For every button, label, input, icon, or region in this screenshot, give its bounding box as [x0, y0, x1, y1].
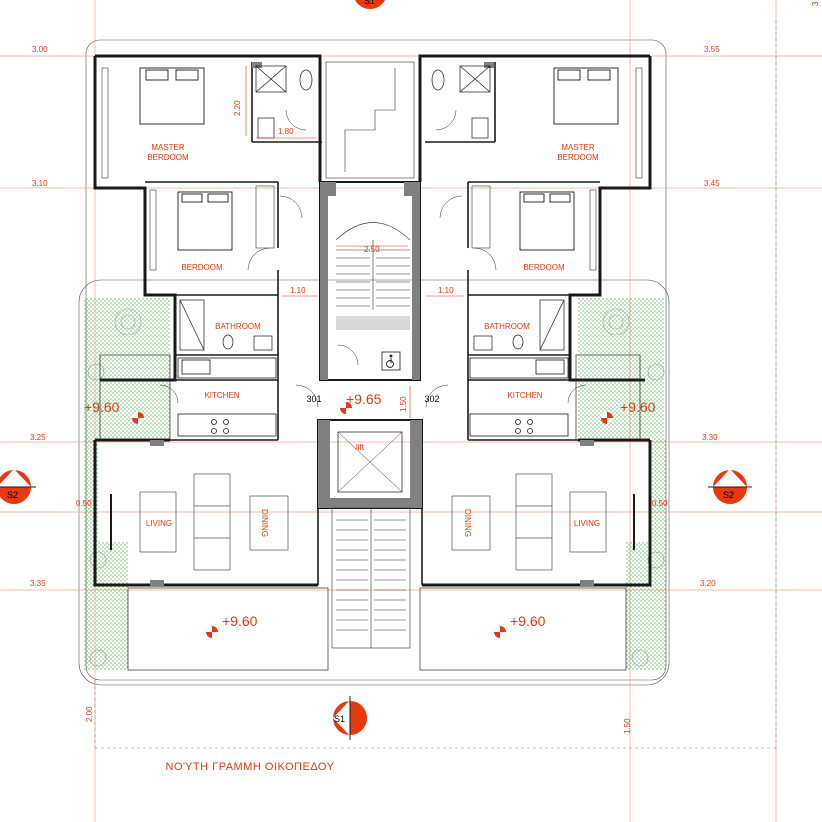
door-swings: [159, 109, 587, 408]
label-dining-right: DINING: [463, 509, 472, 537]
dashed-boundary: [94, 20, 777, 749]
label-lift: lift: [356, 443, 365, 452]
garden-areas: [84, 298, 666, 670]
label-living-left: LIVING: [146, 519, 172, 528]
dim-1-10-left: 1.10: [290, 286, 306, 295]
wheelchair-icon: [381, 351, 401, 371]
room-labels: MASTER BERDOOM MASTER BERDOOM BERDOOM BE…: [146, 143, 600, 537]
label-master-right-2: BERDOOM: [557, 153, 599, 162]
stair-core: [319, 61, 421, 381]
kitchen-fixtures: [177, 357, 569, 437]
lift-shaft: [317, 419, 423, 509]
dim-3-25: 3.25: [30, 433, 46, 442]
label-bedroom-left: BERDOOM: [181, 263, 223, 272]
section-markers: S1 S1 S2 S2: [0, 0, 752, 740]
beds: [139, 67, 619, 251]
label-bathroom-right: BATHROOM: [484, 322, 530, 331]
wc-fixtures: [179, 65, 565, 351]
dim-2-20: 2.20: [233, 100, 242, 116]
columns: [150, 62, 594, 586]
dim-2-50: 2.50: [364, 245, 380, 254]
label-living-right: LIVING: [574, 519, 600, 528]
level-marker-bottom-left: +9.60: [206, 613, 258, 638]
svg-text:+9.65: +9.65: [346, 391, 382, 407]
dim-3-55: 3.55: [704, 45, 720, 54]
level-marker-bottom-right: +9.60: [494, 613, 546, 638]
dim-3-45: 3.45: [704, 179, 720, 188]
dim-2-00: 2.00: [85, 706, 94, 722]
level-markers: +9.60 +9.60 +9.65 +9.60 +9.60: [84, 391, 656, 638]
svg-text:+9.60: +9.60: [84, 399, 120, 415]
dim-0-50-left: 0.50: [76, 499, 92, 508]
section-marker-top: S1: [355, 0, 385, 9]
svg-text:S2: S2: [7, 490, 18, 500]
dim-1-10-right: 1.10: [438, 286, 454, 295]
shrub-symbols: [87, 308, 665, 667]
dim-3-35: 3.35: [30, 579, 46, 588]
svg-text:S1: S1: [364, 0, 375, 6]
dim-1-50-bottom: 1.50: [623, 718, 632, 734]
svg-text:+9.60: +9.60: [620, 399, 656, 415]
svg-text:+9.60: +9.60: [510, 613, 546, 629]
dim-top-right: 3: [811, 1, 820, 6]
dim-3-00: 3.00: [32, 45, 48, 54]
dim-3-10: 3.10: [32, 179, 48, 188]
label-master-right: MASTER: [561, 143, 595, 152]
lower-stairs: [331, 507, 411, 649]
label-kitchen-right: KITCHEN: [507, 391, 542, 400]
svg-text:+9.60: +9.60: [222, 613, 258, 629]
unit-number-right: 302: [424, 394, 439, 404]
living-furniture: [110, 473, 635, 571]
svg-text:S2: S2: [723, 490, 734, 500]
section-marker-right: S2: [708, 469, 752, 504]
label-kitchen-left: KITCHEN: [204, 391, 239, 400]
plot-line-caption: ΝΟΎΤΗ ΓΡΑΜΜΗ ΟΙΚΟΠΕΔΟΥ: [166, 761, 335, 773]
label-master-left-2: BERDOOM: [147, 153, 189, 162]
dimension-lines: [245, 66, 464, 418]
dim-3-30: 3.30: [702, 433, 718, 442]
dim-1-80: 1.80: [278, 127, 294, 136]
section-marker-left: S2: [0, 469, 36, 504]
label-dining-left: DINING: [260, 509, 269, 537]
section-marker-bottom: S1: [333, 696, 367, 740]
wardrobes: [101, 67, 643, 271]
dim-3-20: 3.20: [700, 579, 716, 588]
level-marker-right-terrace: +9.60: [601, 399, 656, 424]
unit-number-left: 301: [306, 394, 321, 404]
dimension-labels: 3.00 3.55 3.10 3.45 3.25 3.30 0.50 0.50 …: [30, 1, 820, 734]
dim-1-50-lobby: 1.50: [399, 396, 408, 412]
svg-text:S1: S1: [334, 714, 345, 724]
label-bathroom-left: BATHROOM: [215, 322, 261, 331]
level-marker-left-terrace: +9.60: [84, 399, 144, 424]
level-marker-lobby: +9.65: [340, 391, 382, 414]
label-master-left: MASTER: [151, 143, 185, 152]
label-bedroom-right: BERDOOM: [523, 263, 565, 272]
dim-0-50-right: 0.50: [652, 499, 668, 508]
